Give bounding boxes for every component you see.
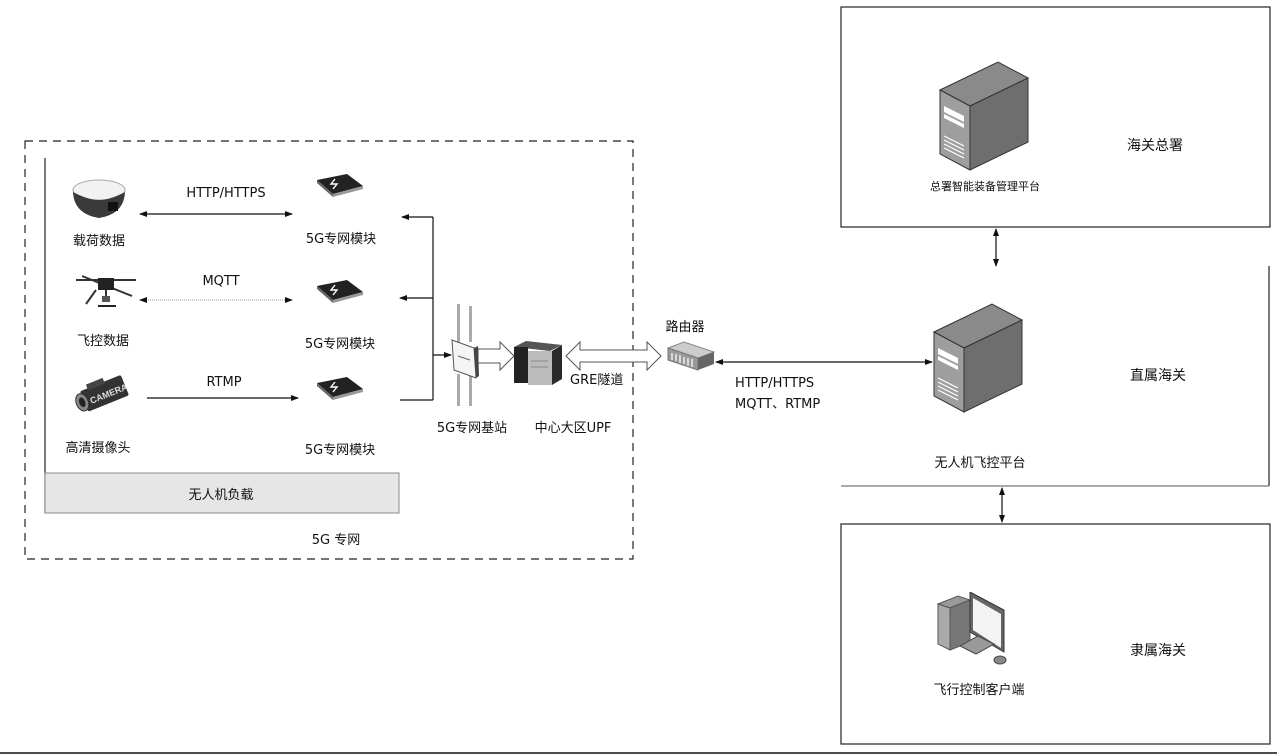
- drone-icon: [76, 275, 136, 307]
- module-label-3: 5G专网模块: [304, 443, 376, 458]
- region-label-direct: 直属海关: [1130, 368, 1186, 384]
- router-label: 路由器: [665, 320, 705, 335]
- upf-label: 中心大区UPF: [534, 421, 612, 436]
- device-label-flight: 飞控数据: [76, 334, 130, 349]
- payload-group-bar: [44, 472, 400, 514]
- router-protocols-line1: HTTP/HTTPS: [735, 376, 815, 391]
- server-tower-icon: [932, 303, 1024, 413]
- protocol-label-http: HTTP/HTTPS: [186, 186, 266, 201]
- gre-tunnel-label: GRE隧道: [570, 373, 624, 388]
- upf-server-icon: [514, 341, 562, 385]
- region-label-hq: 海关总署: [1127, 138, 1183, 154]
- system-label-hq: 总署智能装备管理平台: [930, 180, 1040, 193]
- device-label-camera: 高清摄像头: [65, 441, 131, 456]
- module-label-2: 5G专网模块: [304, 337, 376, 352]
- protocol-label-mqtt: MQTT: [202, 274, 240, 289]
- 5g-network-label: 5G 专网: [311, 533, 361, 548]
- payload-group-label: 无人机负载: [188, 488, 254, 503]
- device-label-payload: 载荷数据: [72, 234, 126, 249]
- protocol-label-rtmp: RTMP: [206, 375, 242, 390]
- module-label-1: 5G专网模块: [305, 232, 377, 247]
- system-label-direct: 无人机飞控平台: [934, 456, 1026, 471]
- region-label-subordinate: 隶属海关: [1130, 643, 1186, 659]
- router-icon: [666, 341, 716, 371]
- server-tower-icon: [938, 61, 1030, 171]
- camera-icon: CAMERA: [75, 375, 129, 412]
- router-protocols-line2: MQTT、RTMP: [735, 397, 821, 412]
- system-label-subordinate: 飞行控制客户端: [933, 683, 1025, 698]
- 5g-module-icon: [317, 174, 363, 197]
- antenna-base-station-icon: [451, 304, 479, 406]
- gnss-receiver-icon: [72, 179, 126, 218]
- gre-tunnel-arrow: [565, 340, 662, 372]
- hollow-arrow-bs-upf: [477, 340, 515, 372]
- tier-box-subordinate: [840, 523, 1271, 745]
- 5g-module-icon: [317, 280, 363, 303]
- tier-box-hq: [840, 6, 1271, 228]
- base-station-label: 5G专网基站: [436, 421, 508, 436]
- desktop-computer-icon: [936, 592, 1007, 665]
- 5g-module-icon: [317, 377, 363, 400]
